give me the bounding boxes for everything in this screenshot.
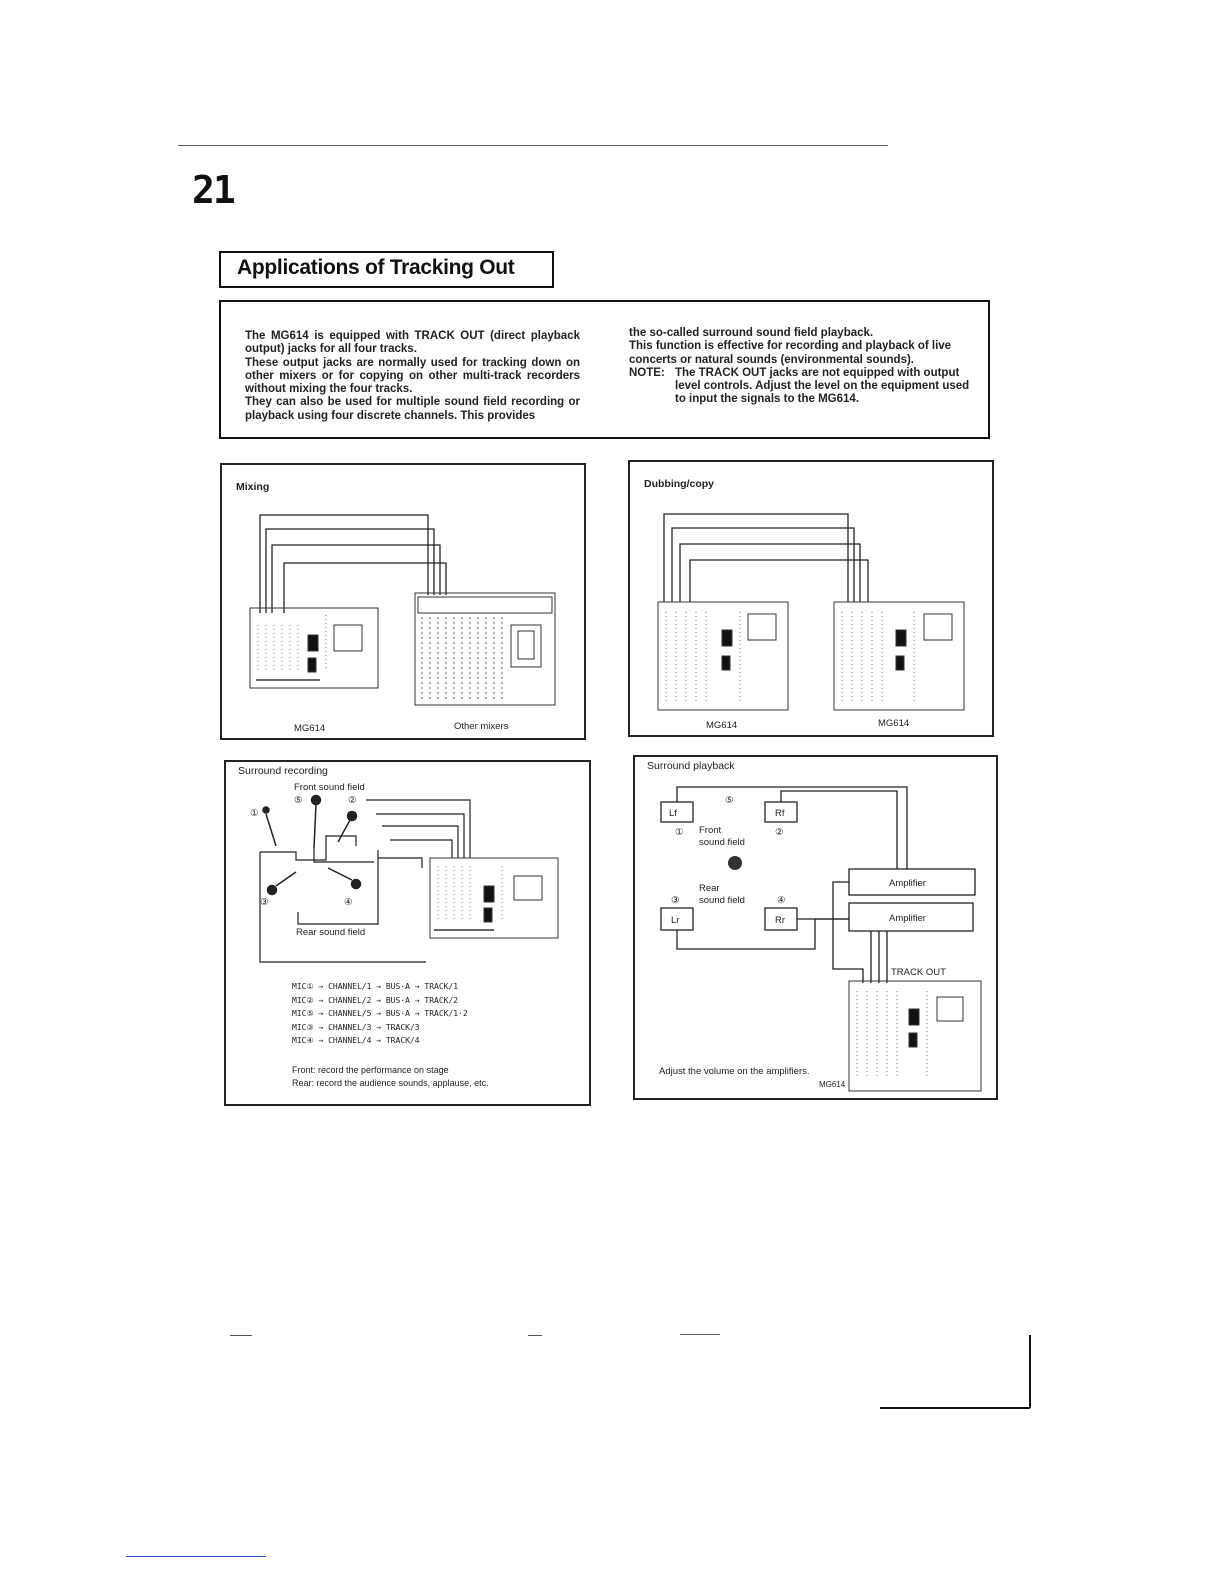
routing-item: MIC③ → CHANNEL/3 → TRACK/3 bbox=[292, 1022, 420, 1032]
dubbing-label-left: MG614 bbox=[706, 720, 737, 731]
num-4: ④ bbox=[777, 895, 786, 906]
mixing-title: Mixing bbox=[236, 481, 270, 493]
routing-list: MIC① → CHANNEL/1 → BUS·A → TRACK/1 MIC② … bbox=[292, 980, 468, 1048]
mixing-label-right: Other mixers bbox=[454, 721, 509, 732]
mg614-unit-a bbox=[657, 601, 789, 711]
mic-number-2: ② bbox=[348, 795, 357, 806]
mic-number-1: ① bbox=[250, 808, 259, 819]
surround-playback-diagram: Lf Rf Lr Rr ⑤ ① ② ③ ④ Front sound field … bbox=[659, 786, 982, 1092]
speaker-rf-label: Rf bbox=[775, 808, 785, 819]
speaker-rr-label: Rr bbox=[775, 915, 785, 926]
surround-recording-title: Surround recording bbox=[238, 765, 328, 777]
routing-item: MIC⑤ → CHANNEL/5 → BUS·A → TRACK/1·2 bbox=[292, 1009, 468, 1018]
rear-label-1: Rear bbox=[699, 883, 720, 894]
speaker-lf-label: Lf bbox=[669, 808, 677, 819]
section-title: Applications of Tracking Out bbox=[237, 256, 515, 279]
intro-paragraph: These output jacks are normally used for… bbox=[245, 356, 580, 396]
intro-paragraph: This function is effective for recording… bbox=[629, 340, 952, 366]
dubbing-diagram: MG614 MG614 bbox=[657, 513, 965, 731]
surround-playback-title: Surround playback bbox=[647, 760, 735, 772]
front-label-2: sound field bbox=[699, 837, 745, 848]
intro-paragraph: They can also be used for multiple sound… bbox=[245, 396, 580, 422]
amplifier-1-label: Amplifier bbox=[889, 878, 926, 889]
note-text: The TRACK OUT jacks are not equipped wit… bbox=[675, 366, 970, 406]
dubbing-panel: Dubbing/copy MG614 MG61 bbox=[628, 460, 994, 737]
intro-right-column: the so-called surround sound field playb… bbox=[629, 327, 974, 407]
microphone-icon bbox=[262, 794, 362, 896]
mic-number-5: ⑤ bbox=[294, 795, 303, 806]
surround-recording-diagram: Front sound field ⑤ ② ① ③ ④ Rear sound f… bbox=[250, 782, 559, 963]
footer-line bbox=[126, 1556, 266, 1557]
mixing-label-left: MG614 bbox=[294, 723, 325, 734]
page-number: 21 bbox=[192, 168, 236, 212]
intro-paragraph: The MG614 is equipped with TRACK OUT (di… bbox=[245, 330, 580, 356]
rear-label-2: sound field bbox=[699, 895, 745, 906]
routing-item: MIC① → CHANNEL/1 → BUS·A → TRACK/1 bbox=[292, 982, 459, 991]
note: NOTE: The TRACK OUT jacks are not equipp… bbox=[629, 367, 974, 407]
top-rule bbox=[178, 145, 888, 146]
mic-number-3: ③ bbox=[260, 897, 269, 908]
num-3: ③ bbox=[671, 895, 680, 906]
dubbing-title: Dubbing/copy bbox=[644, 478, 714, 490]
rear-sound-field-label: Rear sound field bbox=[296, 927, 365, 938]
crop-mark-bracket bbox=[1029, 1335, 1031, 1408]
surround-recording-notes: Front: record the performance on stage R… bbox=[292, 1064, 489, 1089]
intro-left-column: The MG614 is equipped with TRACK OUT (di… bbox=[245, 330, 580, 423]
mixing-diagram: MG614 Other mixers bbox=[249, 514, 556, 734]
note-line: Rear: record the audience sounds, applau… bbox=[292, 1077, 489, 1088]
crop-mark bbox=[230, 1335, 252, 1336]
mg614-unit bbox=[249, 607, 379, 689]
device-label: MG614 bbox=[819, 1080, 846, 1089]
front-label-1: Front bbox=[699, 825, 722, 836]
section-title-box: Applications of Tracking Out bbox=[219, 251, 554, 288]
other-mixer-unit bbox=[414, 592, 556, 706]
intro-box: The MG614 is equipped with TRACK OUT (di… bbox=[219, 300, 990, 439]
crop-mark bbox=[528, 1335, 542, 1336]
listener-icon bbox=[728, 856, 742, 870]
front-sound-field-label: Front sound field bbox=[294, 782, 365, 793]
num-5: ⑤ bbox=[725, 795, 734, 806]
dubbing-label-right: MG614 bbox=[878, 718, 909, 729]
speaker-lr-label: Lr bbox=[671, 915, 679, 926]
routing-item: MIC② → CHANNEL/2 → BUS·A → TRACK/2 bbox=[292, 995, 459, 1005]
routing-item: MIC④ → CHANNEL/4 → TRACK/4 bbox=[292, 1036, 420, 1045]
mg614-unit bbox=[429, 857, 559, 939]
note-label: NOTE: bbox=[629, 366, 665, 379]
amplifier-2 bbox=[848, 902, 974, 932]
amplifier-2-label: Amplifier bbox=[889, 913, 926, 924]
surround-playback-panel: Surround playback Lf Rf Lr Rr ⑤ ① ② ③ ④ … bbox=[633, 755, 998, 1100]
intro-paragraph: the so-called surround sound field playb… bbox=[629, 327, 874, 339]
note-line: Front: record the performance on stage bbox=[292, 1065, 449, 1075]
crop-mark bbox=[680, 1334, 720, 1335]
crop-mark-line bbox=[880, 1407, 1030, 1409]
speaker-lf bbox=[660, 801, 694, 823]
num-2: ② bbox=[775, 827, 784, 838]
adjust-note: Adjust the volume on the amplifiers. bbox=[659, 1066, 810, 1077]
num-1: ① bbox=[675, 827, 684, 838]
mg614-unit bbox=[848, 980, 982, 1092]
track-out-label: TRACK OUT bbox=[891, 967, 946, 978]
mixing-panel: Mixing bbox=[220, 463, 586, 740]
mg614-unit-b bbox=[833, 601, 965, 711]
surround-recording-panel: Surround recording Front sound field ⑤ ②… bbox=[224, 760, 591, 1106]
mic-number-4: ④ bbox=[344, 897, 353, 908]
